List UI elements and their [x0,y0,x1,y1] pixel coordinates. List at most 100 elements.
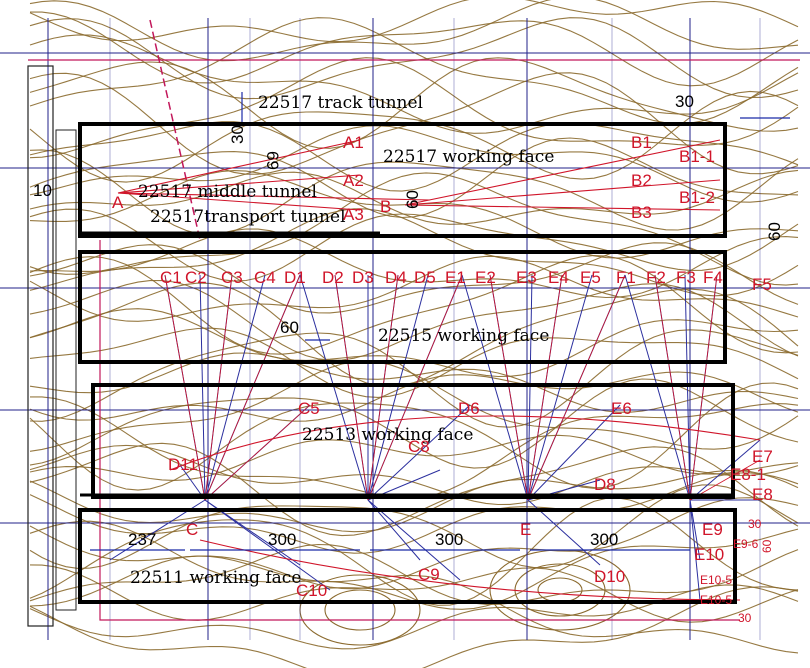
borehole-label-c4: C4 [254,268,276,287]
contour-line [29,279,799,361]
borehole-label-e10: E10 [694,545,724,564]
contour-ring [324,589,396,631]
borehole-label-b1-2: B1-2 [679,188,715,207]
contour-line [29,208,799,282]
borehole-line [624,274,691,501]
face-outline-22517 [78,122,727,238]
dimension-30-right-2: 30 [738,611,752,625]
borehole-line [334,274,369,501]
contour-line [29,352,799,413]
borehole-label-e6: E6 [611,399,632,418]
contour-line [29,360,799,452]
face-label-22517: 22517 working face [383,147,554,167]
borehole-label-f3: F3 [676,268,696,287]
borehole-line [527,274,563,501]
contour-line [29,125,799,203]
face-label-22515: 22515 working face [378,326,549,346]
borehole-label-b1-1: B1-1 [679,147,715,166]
borehole-label-d3: D3 [352,268,374,287]
contour-ring [537,577,583,603]
borehole-line [204,274,266,501]
contour-line [29,497,799,590]
borehole-line [367,274,429,501]
dimension-10: 10 [33,181,52,200]
dimension-30-top: 30 [675,92,694,111]
borehole-label-c10: C10 [296,581,327,600]
shaft-structure [55,129,77,611]
contour-line [29,90,799,183]
borehole-line [204,274,233,501]
contour-line [29,242,799,314]
borehole-label-b3: B3 [631,203,652,222]
contour-line [29,586,799,668]
borehole-line [461,274,529,501]
contour-line [29,382,799,491]
shaft-structure [27,65,54,627]
dimension-300-c: 300 [590,530,618,549]
borehole-line [204,404,311,501]
borehole-label-e: E [520,520,531,539]
borehole-label-e9-6: E9-6 [733,537,759,551]
contour-line [29,172,799,286]
borehole-label-c8: C8 [408,437,430,456]
borehole-line [367,274,463,501]
borehole-label-f4: F4 [703,268,723,287]
borehole-label-c1: C1 [160,268,182,287]
contour-line [29,57,799,159]
borehole-line [367,274,399,501]
borehole-line [654,274,691,501]
contour-line [30,11,799,87]
borehole-label-b2: B2 [631,171,652,190]
borehole-label-c3: C3 [221,268,243,287]
contour-line [29,255,799,322]
face-outline-22511 [78,508,737,604]
tunnel-label-track: 22517 track tunnel [258,93,423,113]
dimension-237: 237 [128,530,156,549]
mining-boundary-lines [28,19,800,621]
borehole-label-d4: D4 [385,268,407,287]
borehole-line [164,274,206,501]
contour-line [29,584,799,650]
borehole-label-a2: A2 [343,171,364,190]
borehole-line [404,204,721,211]
contour-line [29,137,799,219]
borehole-label-d11: D11 [168,455,198,474]
face-label-22511: 22511 working face [130,568,301,588]
borehole-label-b1: B1 [631,133,652,152]
borehole-line [367,499,461,581]
contour-line [29,469,799,533]
borehole-line [199,274,206,501]
borehole-line [299,274,369,501]
coordinate-grid [0,18,810,640]
tunnel-label-transport: 22517transport tunnel [150,207,346,227]
borehole-label-d8: D8 [594,475,616,494]
contour-line [29,208,799,297]
borehole-label-d1: D1 [284,268,306,287]
borehole-line [404,179,721,206]
contour-line [29,282,799,388]
borehole-label-e8: E8 [752,485,773,504]
working-face-outlines [27,65,737,627]
borehole-label-c: C [186,520,198,539]
dimension-300-a: 300 [268,530,296,549]
contour-line [29,57,799,149]
contour-line [29,34,799,134]
borehole-line [689,499,701,601]
borehole-label-c9: C9 [418,565,440,584]
contour-line [29,543,799,605]
borehole-label-f5: F5 [752,275,772,294]
borehole-label-d2: D2 [322,268,344,287]
borehole-label-e9: E9 [702,520,723,539]
borehole-label-e10-5-b: E10-5 [700,593,732,607]
borehole-label-e7: E7 [752,447,773,466]
dimension-60-c: 60 [280,318,299,337]
borehole-label-e4: E4 [548,268,569,287]
borehole-label-e1: E1 [445,268,466,287]
borehole-arc [199,539,741,601]
borehole-line [689,274,718,501]
borehole-line [117,192,431,201]
borehole-label-e2: E2 [475,268,496,287]
borehole-line [527,274,593,501]
borehole-label-f1: F1 [616,268,636,287]
